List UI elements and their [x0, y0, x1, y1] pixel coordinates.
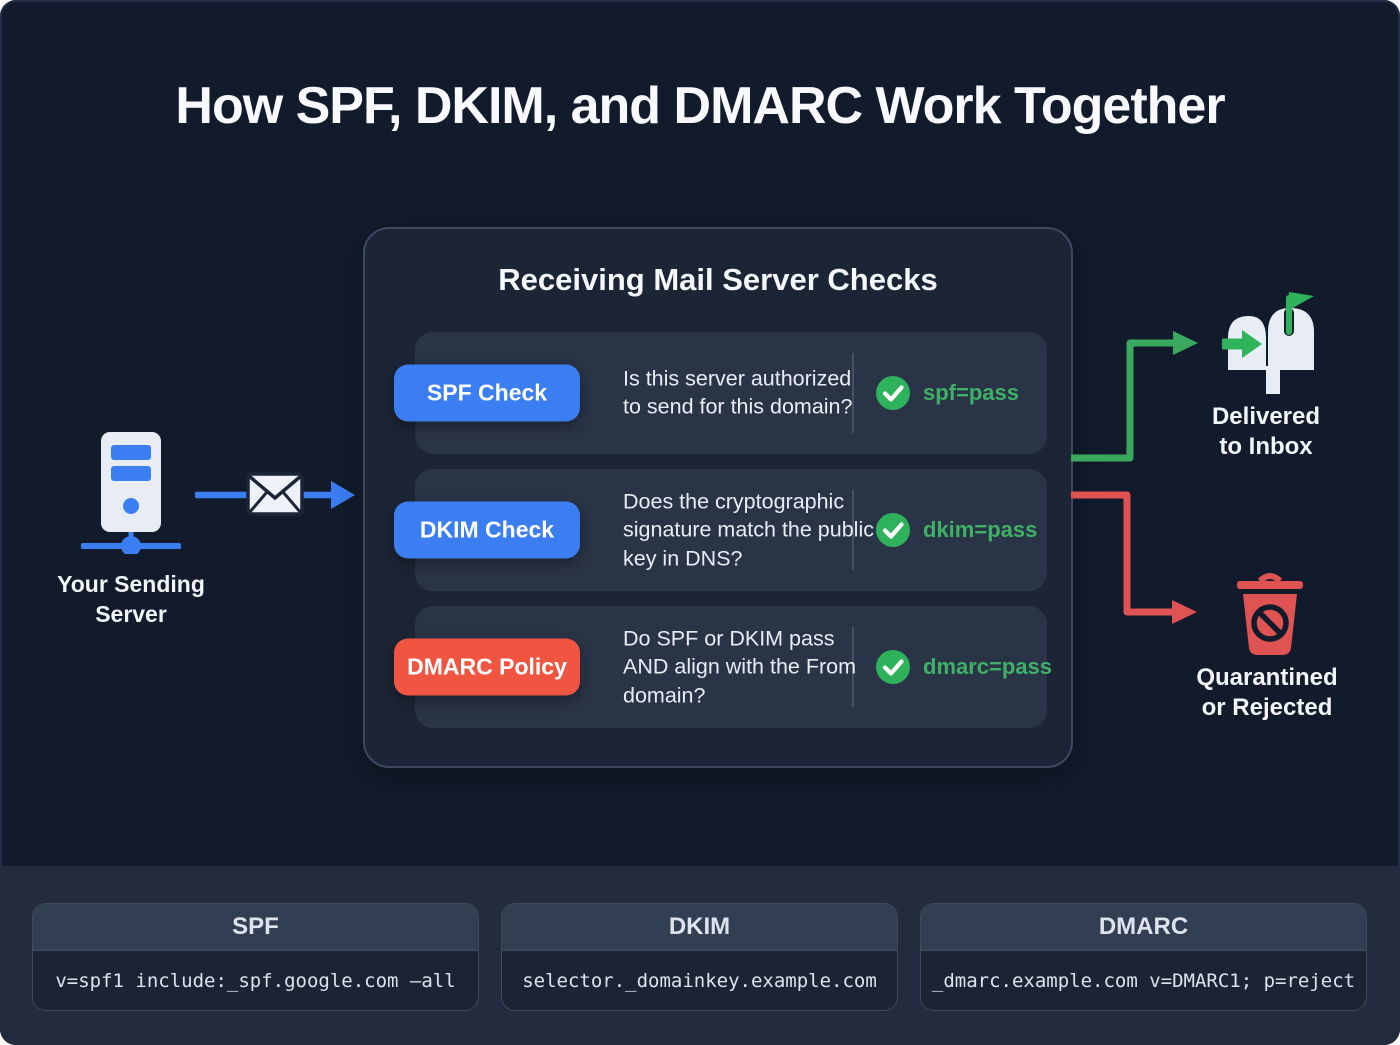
dkim-record-card: DKIM selector._domainkey.example.com: [501, 903, 898, 1011]
panel-title: Receiving Mail Server Checks: [498, 262, 938, 297]
dkim-check-question: Does the cryptographic signature match t…: [623, 489, 874, 571]
dkim-check-row: DKIM Check Does the cryptographic signat…: [394, 469, 1047, 591]
dns-records-footer: SPF v=spf1 include:_spf.google.com –all …: [0, 866, 1400, 1045]
page-title: How SPF, DKIM, and DMARC Work Together: [175, 77, 1225, 135]
envelope-icon: [246, 472, 304, 516]
outcome-arrows: [1071, 331, 1198, 624]
server-icon: [81, 432, 181, 554]
check-circle-icon: [876, 513, 910, 547]
spf-check-button[interactable]: SPF Check: [394, 364, 580, 422]
dkim-record-header: DKIM: [502, 904, 897, 951]
dmarc-record-header: DMARC: [921, 904, 1366, 951]
spf-check-row: SPF Check Is this server authorized to s…: [394, 332, 1047, 454]
trash-icon: [1237, 573, 1303, 655]
dkim-check-status: dkim=pass: [875, 512, 1037, 548]
green-arrowhead: [1173, 331, 1198, 355]
row-divider: [852, 352, 854, 434]
dmarc-check-status: dmarc=pass: [875, 649, 1052, 685]
quarantined-label: Quarantined or Rejected: [1196, 664, 1338, 721]
spf-record-value: v=spf1 include:_spf.google.com –all: [55, 969, 456, 992]
row-divider: [852, 489, 854, 571]
dmarc-policy-row: DMARC Policy Do SPF or DKIM pass AND ali…: [394, 606, 1052, 728]
mailbox-icon: [1222, 292, 1314, 394]
dmarc-policy-button[interactable]: DMARC Policy: [394, 638, 580, 696]
mailbox-flag: [1289, 292, 1314, 310]
receiving-server-panel: Receiving Mail Server Checks SPF Check I…: [363, 227, 1073, 768]
dkim-result-text: dkim=pass: [923, 517, 1038, 542]
spf-check-status: spf=pass: [875, 375, 1019, 411]
mailbox-arrow: [1242, 330, 1262, 358]
spf-record-header: SPF: [33, 904, 478, 951]
delivered-label: Delivered to Inbox: [1211, 403, 1321, 460]
dmarc-record-value: _dmarc.example.com v=DMARC1; p=reject: [931, 969, 1356, 992]
dmarc-result-text: dmarc=pass: [923, 654, 1053, 679]
row-divider: [852, 626, 854, 708]
check-rows: SPF Check Is this server authorized to s…: [394, 332, 1052, 728]
prohibited-slash: [1257, 610, 1283, 636]
spf-record-card: SPF v=spf1 include:_spf.google.com –all: [32, 903, 479, 1011]
sending-server-label: Your Sending Server: [57, 571, 205, 627]
spf-result-text: spf=pass: [923, 380, 1019, 405]
spf-check-question: Is this server authorized to send for th…: [623, 366, 853, 419]
red-arrowhead: [1172, 600, 1197, 624]
check-circle-icon: [876, 376, 910, 410]
check-circle-icon: [876, 650, 910, 684]
dmarc-policy-question: Do SPF or DKIM pass AND align with the F…: [623, 626, 856, 708]
dkim-record-value: selector._domainkey.example.com: [522, 969, 877, 992]
dkim-check-button[interactable]: DKIM Check: [394, 501, 580, 559]
dmarc-record-card: DMARC _dmarc.example.com v=DMARC1; p=rej…: [920, 903, 1367, 1011]
